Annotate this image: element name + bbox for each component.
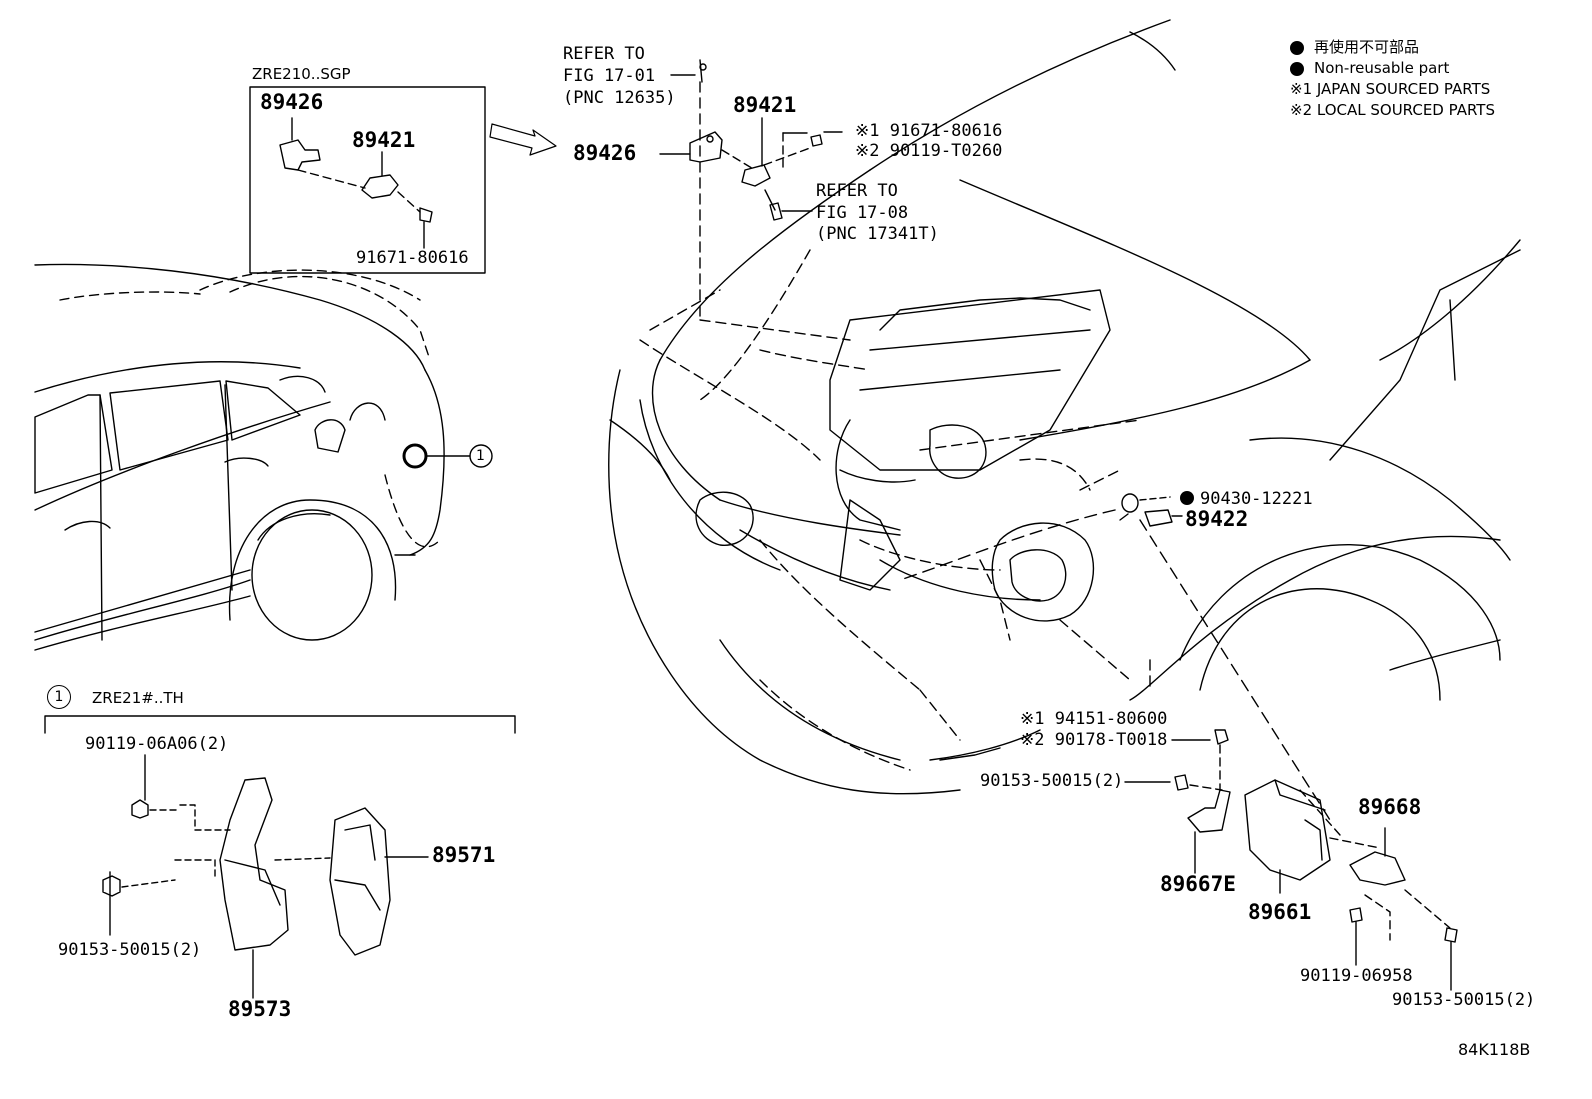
refer-note-1-line1: REFER TO (563, 44, 645, 64)
front-car-illustration (608, 19, 1521, 795)
part-label-90153-50015-ecu: 90153-50015(2) (980, 771, 1124, 791)
part-label-89426: 89426 (573, 141, 637, 165)
part-label-89667e: 89667E (1160, 872, 1236, 896)
part-label-90178-t0018: ※2 90178-T0018 (1020, 730, 1168, 750)
legend-local-sourced: ※2 LOCAL SOURCED PARTS (1290, 101, 1495, 119)
part-label-89661: 89661 (1248, 900, 1312, 924)
non-reusable-dot-icon (1290, 40, 1304, 55)
direction-arrow (489, 123, 557, 156)
inset-th-bracket (44, 715, 516, 734)
callout-marker (469, 444, 493, 468)
part-label-89421-inset: 89421 (352, 128, 416, 152)
inset-sgp-parts (279, 117, 433, 249)
inset-th-title: ZRE21#..TH (92, 689, 184, 707)
inset-th-marker: 1 (47, 685, 71, 709)
part-label-89426-inset: 89426 (260, 90, 324, 114)
legend-japan-sourced: ※1 JAPAN SOURCED PARTS (1290, 80, 1491, 98)
refer-note-2-line1: REFER TO (816, 181, 898, 201)
inset-th-parts (102, 754, 429, 999)
non-reusable-dot-icon (1180, 491, 1194, 505)
part-label-90119-t0260: ※2 90119-T0260 (855, 141, 1003, 161)
part-label-89571: 89571 (432, 843, 496, 867)
part-label-94151-80600: ※1 94151-80600 (1020, 709, 1168, 729)
part-label-89422: 89422 (1185, 507, 1249, 531)
ecu-group (1124, 729, 1458, 991)
refer-note-2-line2: FIG 17-08 (816, 203, 909, 223)
upper-bracket-group (659, 59, 843, 321)
figure-code: 84K118B (1458, 1040, 1531, 1059)
refer-note-1-line2: FIG 17-01 (563, 66, 656, 86)
part-label-91671-inset: 91671-80616 (356, 248, 469, 268)
inset-sgp-title: ZRE210..SGP (252, 65, 351, 83)
legend: 再使用不可部品 Non-reusable part ※1 JAPAN SOURC… (1290, 37, 1495, 121)
part-label-89421: 89421 (733, 93, 797, 117)
refer-note-1-line3: (PNC 12635) (563, 88, 676, 108)
refer-note-2-line3: (PNC 17341T) (816, 224, 939, 244)
part-label-90119-06a06: 90119-06A06(2) (85, 734, 229, 754)
part-label-90153-50015-right: 90153-50015(2) (1392, 990, 1536, 1010)
part-label-91671-80616: ※1 91671-80616 (855, 121, 1003, 141)
inset-sgp-box (249, 86, 486, 274)
part-label-89668: 89668 (1358, 795, 1422, 819)
part-label-89573: 89573 (228, 997, 292, 1021)
sensor-89422-group (899, 493, 1331, 821)
part-label-90430-12221: 90430-12221 (1200, 489, 1313, 509)
callout-circle (402, 443, 428, 469)
part-label-90153-50015-th: 90153-50015(2) (58, 940, 202, 960)
legend-non-reusable-jp: 再使用不可部品 (1314, 38, 1420, 56)
rear-car-illustration (34, 263, 445, 651)
callout-number: 1 (476, 448, 485, 464)
part-label-90119-06958: 90119-06958 (1300, 966, 1413, 986)
legend-non-reusable-en: Non-reusable part (1314, 59, 1450, 77)
non-reusable-dot-icon (1290, 61, 1304, 76)
